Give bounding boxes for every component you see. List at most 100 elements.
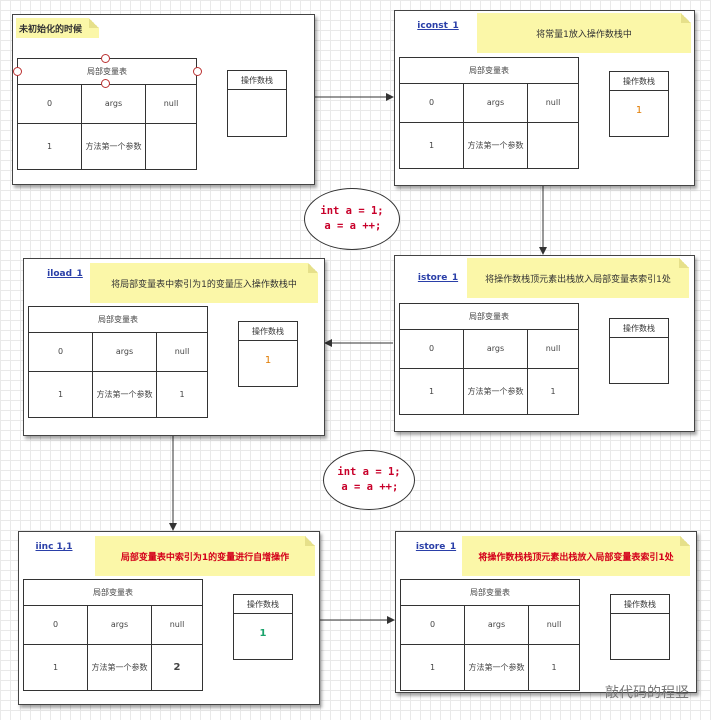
lv-null: null xyxy=(527,83,579,123)
panel-title: iconst_1 xyxy=(417,21,459,31)
operand-stack: 操作数栈 xyxy=(227,70,287,137)
panel-title: istore_1 xyxy=(415,542,457,552)
lv-slot1-value xyxy=(527,121,579,170)
lv-header: 局部变量表 xyxy=(399,303,579,330)
operand-stack: 操作数栈 xyxy=(610,594,670,660)
lv-param-desc: 方法第一个参数 xyxy=(92,370,157,419)
stack-value: 1 xyxy=(635,105,643,116)
title-note: iconst_1 xyxy=(413,16,463,36)
lv-null: null xyxy=(151,605,203,645)
stack-value: 1 xyxy=(259,628,267,639)
description-note: 局部变量表中索引为1的变量进行自增操作 xyxy=(95,536,315,576)
panel-title: iload_1 xyxy=(47,269,83,279)
code-line-1: int a = 1; xyxy=(337,466,401,478)
title-note: 未初始化的时候 xyxy=(16,18,99,38)
lv-param-desc: 方法第一个参数 xyxy=(464,643,529,692)
lv-index-0: 0 xyxy=(399,329,464,369)
description-note: 将常量1放入操作数栈中 xyxy=(477,13,691,53)
lv-null: null xyxy=(145,84,197,124)
lv-index-1: 1 xyxy=(400,643,465,692)
stack-value xyxy=(610,338,668,352)
lv-header: 局部变量表 xyxy=(28,306,208,333)
lv-args: args xyxy=(464,605,529,645)
panel-title: istore_1 xyxy=(417,273,459,283)
stack-value: 1 xyxy=(264,355,272,366)
watermark: 敲代码的程竖 xyxy=(605,685,689,701)
code-snippet-bubble: int a = 1; a = a ++; xyxy=(323,450,415,510)
code-line-2: a = a ++; xyxy=(341,481,399,493)
lv-slot1-value: 2 xyxy=(151,643,203,692)
lv-args: args xyxy=(81,84,146,124)
code-line-1: int a = 1; xyxy=(320,205,384,217)
lv-index-1: 1 xyxy=(399,121,464,170)
resize-handle[interactable] xyxy=(193,67,202,76)
title-note: iload_1 xyxy=(40,264,90,284)
lv-param-desc: 方法第一个参数 xyxy=(87,643,152,692)
lv-index-1: 1 xyxy=(23,643,88,692)
description-note: 将操作数栈栈顶元素出栈放入局部变量表索引1处 xyxy=(462,536,690,576)
lv-args: args xyxy=(463,329,528,369)
lv-header: 局部变量表 xyxy=(399,57,579,84)
operand-stack: 操作数栈 1 xyxy=(233,594,293,660)
stack-header: 操作数栈 xyxy=(228,71,286,90)
panel-title: 未初始化的时候 xyxy=(19,24,83,35)
description-note: 将操作数栈顶元素出栈放入局部变量表索引1处 xyxy=(467,258,689,298)
title-note: iinc 1,1 xyxy=(23,537,85,557)
lv-param-desc: 方法第一个参数 xyxy=(463,121,528,170)
stack-header: 操作数栈 xyxy=(239,322,297,341)
operand-stack: 操作数栈 1 xyxy=(238,321,298,387)
stack-header: 操作数栈 xyxy=(610,319,668,338)
lv-index-0: 0 xyxy=(399,83,464,123)
stack-header: 操作数栈 xyxy=(611,595,669,614)
lv-null: null xyxy=(156,332,208,372)
lv-args: args xyxy=(87,605,152,645)
operand-stack: 操作数栈 1 xyxy=(609,71,669,137)
lv-null: null xyxy=(528,605,580,645)
stack-header: 操作数栈 xyxy=(234,595,292,614)
lv-index-1: 1 xyxy=(28,370,93,419)
stack-header: 操作数栈 xyxy=(610,72,668,91)
resize-handle[interactable] xyxy=(101,54,110,63)
lv-args: args xyxy=(92,332,157,372)
resize-handle[interactable] xyxy=(101,79,110,88)
lv-index-1: 1 xyxy=(17,122,82,171)
title-note: istore_1 xyxy=(413,268,463,288)
lv-index-0: 0 xyxy=(28,332,93,372)
lv-header: 局部变量表 xyxy=(400,579,580,606)
lv-param-desc: 方法第一个参数 xyxy=(81,122,146,171)
lv-index-1: 1 xyxy=(399,367,464,416)
lv-slot1-value: 1 xyxy=(527,367,579,416)
lv-index-0: 0 xyxy=(400,605,465,645)
lv-slot1-value xyxy=(145,122,197,171)
title-note: istore_1 xyxy=(410,537,462,557)
lv-header: 局部变量表 xyxy=(23,579,203,606)
lv-args: args xyxy=(463,83,528,123)
stack-value xyxy=(228,90,286,104)
lv-slot1-value: 1 xyxy=(156,370,208,419)
lv-index-0: 0 xyxy=(17,84,82,124)
lv-null: null xyxy=(527,329,579,369)
lv-slot1-value: 1 xyxy=(528,643,580,692)
description-note: 将局部变量表中索引为1的变量压入操作数栈中 xyxy=(90,263,318,303)
stack-value xyxy=(611,614,669,628)
code-snippet-bubble: int a = 1; a = a ++; xyxy=(304,188,400,250)
code-line-2: a = a ++; xyxy=(324,220,382,232)
panel-title: iinc 1,1 xyxy=(35,542,73,552)
lv-index-0: 0 xyxy=(23,605,88,645)
resize-handle[interactable] xyxy=(13,67,22,76)
operand-stack: 操作数栈 xyxy=(609,318,669,384)
lv-param-desc: 方法第一个参数 xyxy=(463,367,528,416)
